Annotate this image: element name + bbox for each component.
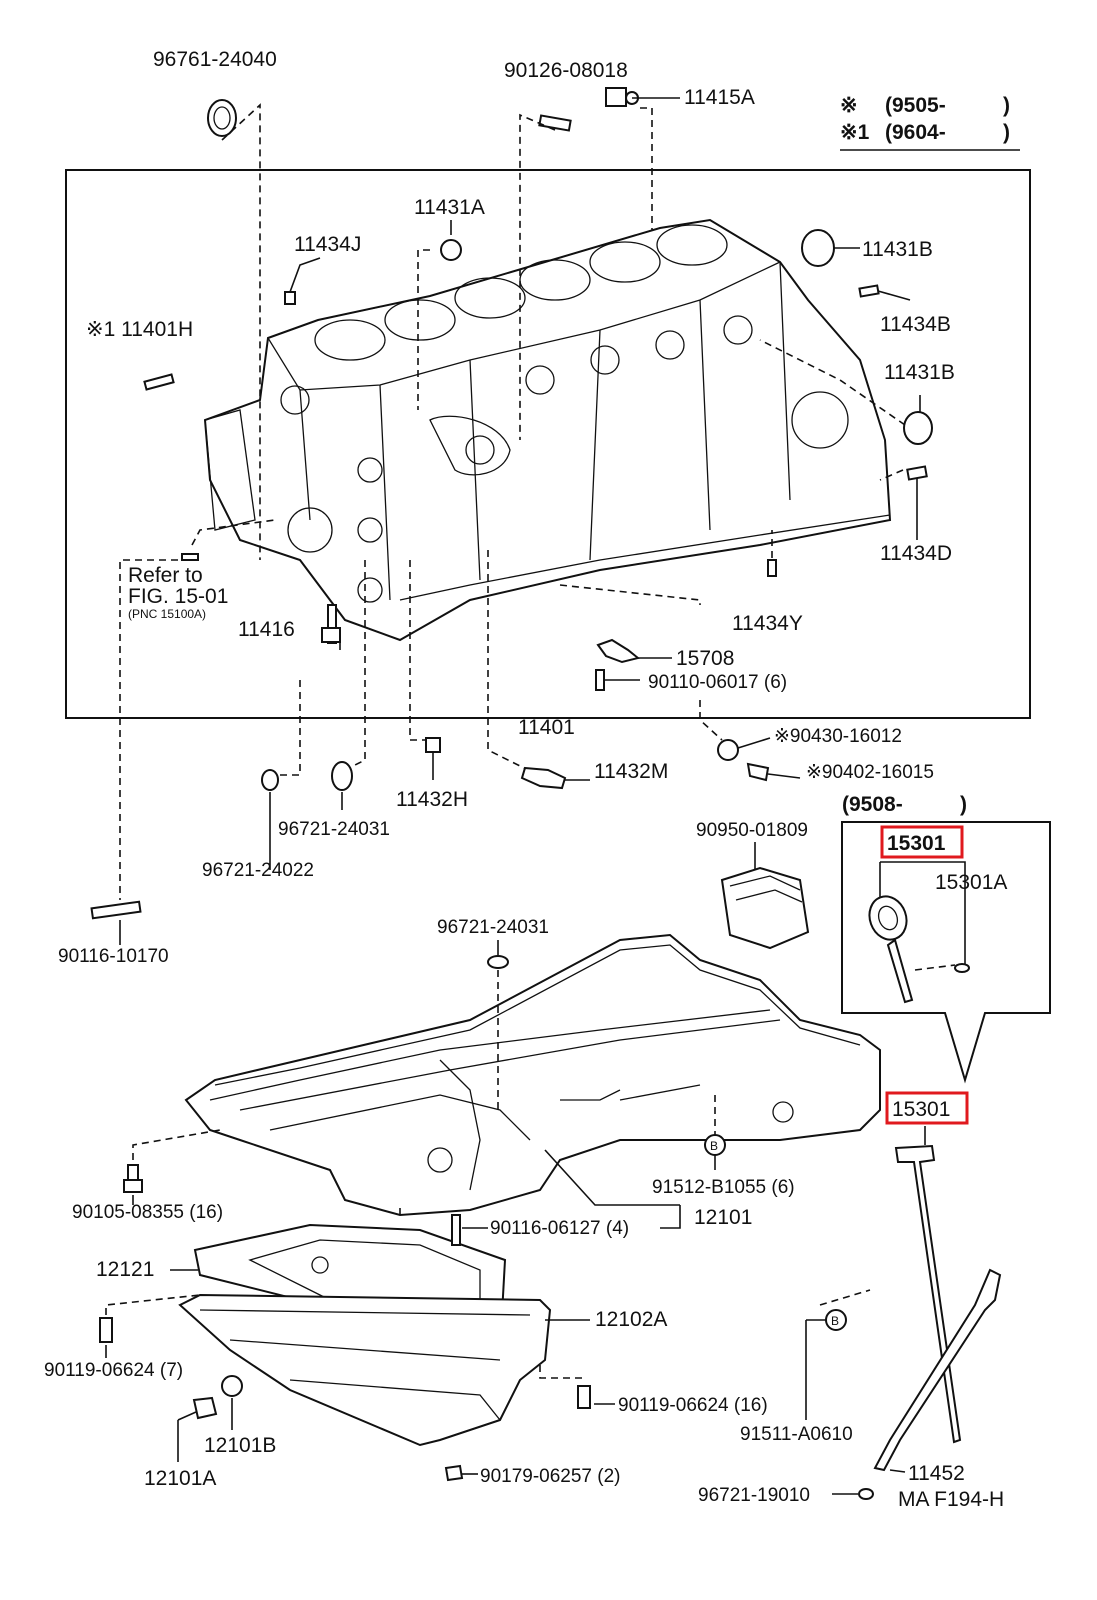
label-11432M: 11432M [594,760,668,783]
note-date-9604: (9604- [885,121,946,144]
highlight-15301 [885,1091,969,1125]
label-15301: 15301 [892,1098,950,1121]
o-ring-15301A [954,963,970,973]
label-12102A: 12102A [595,1308,667,1331]
label-12121: 12121 [96,1258,154,1281]
label-9508: (9508- [842,793,903,816]
label-11416: 11416 [238,618,295,641]
pin-11434Y [767,559,777,577]
clip-90179 [444,1464,464,1482]
bolt-90119-left [99,1317,113,1343]
plug-11431B-top [801,229,835,267]
guide-11452 [873,1268,1002,1472]
dipstick-ring [868,895,908,941]
stud-90116-06127 [451,1214,461,1246]
dipstick-inset-frame [841,821,1051,1084]
pin-refer [181,553,199,561]
pin-11434B [858,284,880,298]
label-91512-B1055: 91512-B1055 (6) [652,1177,795,1198]
note-close-2: ) [1003,121,1010,144]
switch-11415A [605,87,627,107]
label-96721-24031-pan: 96721-24031 [437,917,549,938]
cylinder-block [203,218,892,642]
plug-11432H [425,737,441,753]
pin-11434D [906,465,928,481]
label-refer-pnc: (PNC 15100A) [128,607,206,621]
label-11401H: ※1 11401H [86,318,193,341]
note-date-9505: (9505- [885,94,946,117]
label-90950-01809: 90950-01809 [696,820,808,841]
gasket-90430 [717,739,739,761]
label-90119-06624-left: 90119-06624 (7) [44,1360,183,1381]
note-mark-1: ※ [840,94,858,117]
label-91511-A0610: 91511-A0610 [740,1424,853,1445]
gasket-12101B [221,1375,243,1397]
label-11434Y: 11434Y [732,612,803,635]
stud-90126 [538,114,572,132]
label-90179-06257: 90179-06257 (2) [480,1466,621,1487]
pin-11434J [284,291,296,305]
label-12101: 12101 [694,1206,752,1229]
label-90116-06127: 90116-06127 (4) [490,1218,629,1239]
label-refer-to: Refer to [128,564,203,587]
marker-b-1: B [710,1139,718,1153]
washer-96721-24031-top [331,761,353,791]
bolt-90110 [595,669,605,691]
label-96761-24040: 96761-24040 [153,48,277,71]
stud-90116-10170 [90,900,142,920]
filter-90950 [720,866,810,950]
plug-11431A [440,239,462,261]
label-11415A: 11415A [684,86,755,109]
bracket-15708 [596,638,641,664]
label-12101B: 12101B [204,1434,276,1457]
bolt-90119-right [577,1385,591,1409]
label-96721-24022: 96721-24022 [202,860,314,881]
oil-pan-upper [184,933,881,1217]
washer-96721-24022 [261,769,279,791]
plug-12101A [192,1396,218,1420]
seal-96761 [207,99,237,137]
label-11434B: 11434B [880,313,951,336]
label-15301-inset: 15301 [887,832,946,855]
label-15708: 15708 [676,647,734,670]
lower-pan-12102A [178,1293,552,1447]
label-ma-f194-h: MA F194-H [898,1488,1004,1511]
label-11452: 11452 [908,1462,965,1485]
label-11431B-mid: 11431B [884,361,955,384]
o-ring-96721-19010 [858,1488,874,1500]
label-11432H: 11432H [396,788,468,811]
date-notes: ※ (9505- ) ※1 (9604- ) [840,94,1020,151]
label-90110-06017: 90110-06017 (6) [648,672,787,693]
label-90126-08018: 90126-08018 [504,59,628,82]
label-90116-10170: 90116-10170 [58,946,169,967]
highlight-15301-inset [880,825,964,859]
label-close-3: ) [960,793,967,816]
note-mark-2: ※1 [840,121,870,144]
plug-90402 [746,762,770,782]
label-15301A: 15301A [935,871,1007,894]
label-refer-fig: FIG. 15-01 [128,585,228,608]
label-11401: 11401 [518,716,575,739]
washer-96721-24031-pan [487,955,509,969]
plug-11431B-mid [903,411,933,445]
label-90430-16012: ※90430-16012 [774,726,902,747]
label-90402-16015: ※90402-16015 [806,762,934,783]
valve-11432M [520,766,567,790]
note-close-1: ) [1003,94,1010,117]
label-12101A: 12101A [144,1467,216,1490]
engine-block-frame [65,169,1031,719]
label-96721-24031-top: 96721-24031 [278,819,390,840]
label-90119-06624-right: 90119-06624 (16) [618,1395,768,1416]
label-11431A: 11431A [414,196,485,219]
label-11431B-top: 11431B [862,238,933,261]
label-11434J: 11434J [294,233,361,256]
label-96721-19010: 96721-19010 [698,1485,810,1506]
label-11434D: 11434D [880,542,952,565]
marker-b-2: B [831,1314,839,1328]
label-90105-08355: 90105-08355 (16) [72,1202,223,1223]
pin-11401H [143,373,175,391]
